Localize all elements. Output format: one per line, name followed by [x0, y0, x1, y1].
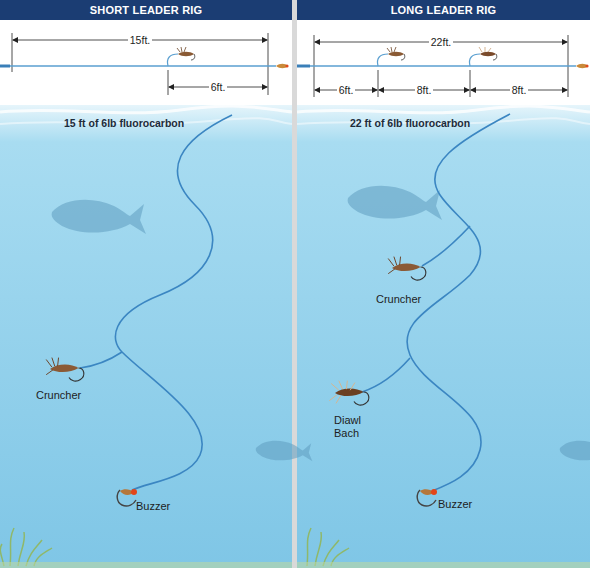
dimension-label: 8ft. [510, 84, 529, 96]
fly-label: Diawl Bach [334, 414, 378, 439]
panel-header: LONG LEADER RIG [297, 0, 590, 20]
fly-label: Buzzer [136, 500, 170, 513]
fly-label: Cruncher [36, 389, 81, 402]
panel-title: LONG LEADER RIG [391, 4, 497, 16]
leader-label: 22 ft of 6lb fluorocarbon [350, 117, 470, 129]
dimension-label: 22ft. [429, 36, 453, 48]
dimension-label: 6ft. [337, 84, 356, 96]
panel-title: SHORT LEADER RIG [90, 4, 203, 16]
fly-label: Buzzer [438, 498, 472, 511]
leader-label: 15 ft of 6lb fluorocarbon [64, 117, 184, 129]
fly-label: Cruncher [376, 293, 421, 306]
dimension-label: 6ft. [209, 81, 228, 93]
dimension-label: 8ft. [415, 84, 434, 96]
panel-header: SHORT LEADER RIG [0, 0, 292, 20]
dimension-label: 15ft. [128, 34, 152, 46]
